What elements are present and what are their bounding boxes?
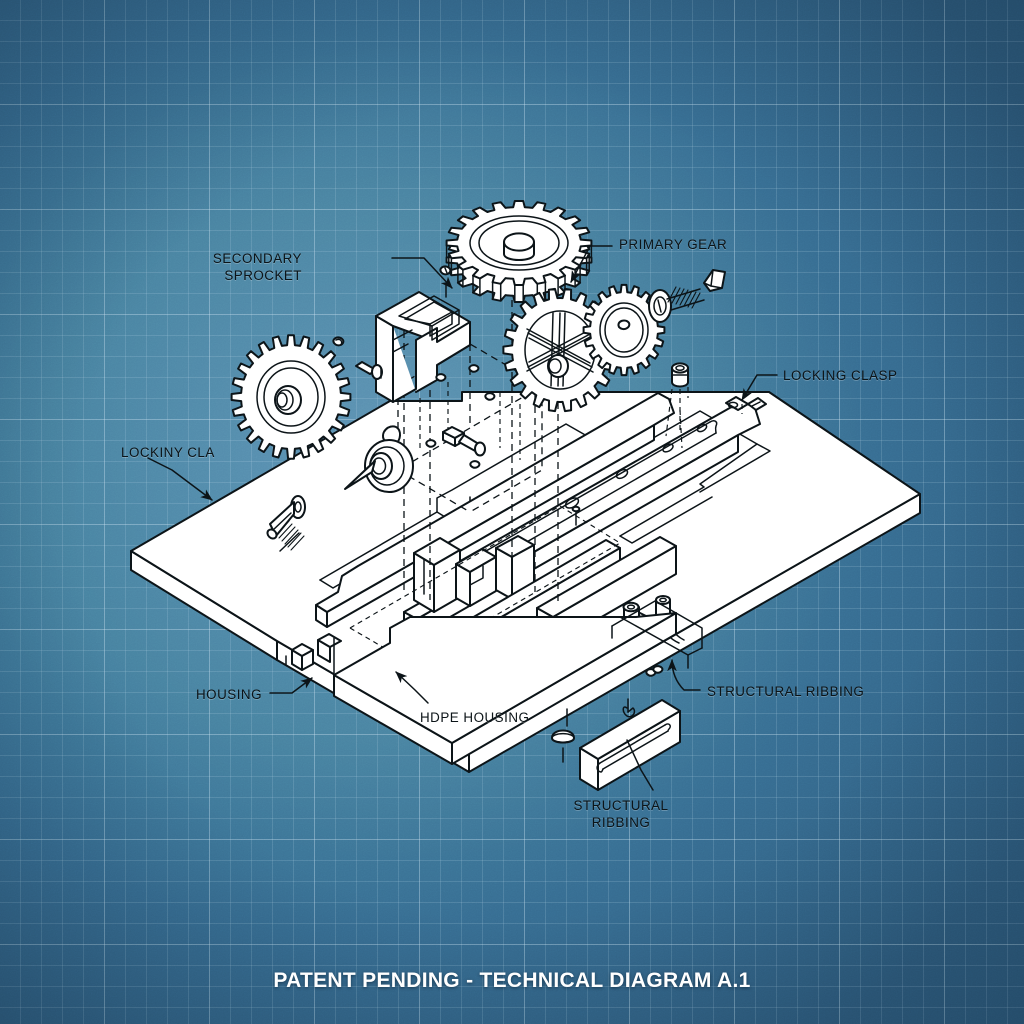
inner-rail-secondary — [315, 392, 675, 628]
callout-locking-clasp: LOCKING CLASP — [783, 368, 898, 383]
callout-leaders — [147, 245, 778, 791]
footer-bar: PATENT PENDING - TECHNICAL DIAGRAM A.1 — [0, 938, 1024, 1024]
right-shaft-fastener — [648, 269, 726, 323]
rivet-h — [469, 460, 481, 469]
secondary-sprocket-left-gear — [230, 334, 352, 460]
rivet-b — [332, 336, 345, 347]
plug-knob — [665, 362, 689, 437]
rivet-e — [484, 392, 496, 401]
callout-housing: HOUSING — [196, 687, 262, 702]
housing-clip — [276, 633, 342, 674]
footer-title-text: PATENT PENDING - TECHNICAL DIAGRAM A.1 — [273, 969, 751, 992]
rivet-c — [435, 373, 447, 382]
coil-spring-left — [266, 512, 305, 552]
hex-bolt-head — [703, 269, 726, 292]
rivet-i — [645, 665, 664, 677]
callout-primary-gear: PRIMARY GEAR — [619, 237, 728, 252]
callout-hdpe-housing: HDPE HOUSING — [420, 710, 530, 725]
roller-bearing-assembly — [266, 425, 414, 552]
coil-spring-right — [666, 286, 705, 311]
callout-lockiny-clamp: LOCKINY CLA — [121, 445, 215, 460]
callout-structural-ribbing-lower: STRUCTURAL RIBBING — [573, 798, 669, 830]
structural-ribbing-block — [579, 698, 681, 791]
rivet-g — [425, 439, 437, 448]
l-bracket — [355, 291, 471, 403]
callout-structural-ribbing-upper: STRUCTURAL RIBBING — [707, 684, 865, 699]
rivet-d — [468, 364, 480, 373]
plate-right-ramp — [619, 612, 703, 669]
secondary-gear-small — [582, 283, 666, 377]
dome-plug — [551, 708, 575, 763]
hdpe-housing — [333, 600, 677, 765]
rivet-f — [442, 426, 486, 457]
primary-gear-top — [445, 200, 593, 303]
callout-secondary-sprocket: SECONDARY SPROCKET — [212, 251, 302, 283]
locking-clasp — [725, 396, 767, 414]
